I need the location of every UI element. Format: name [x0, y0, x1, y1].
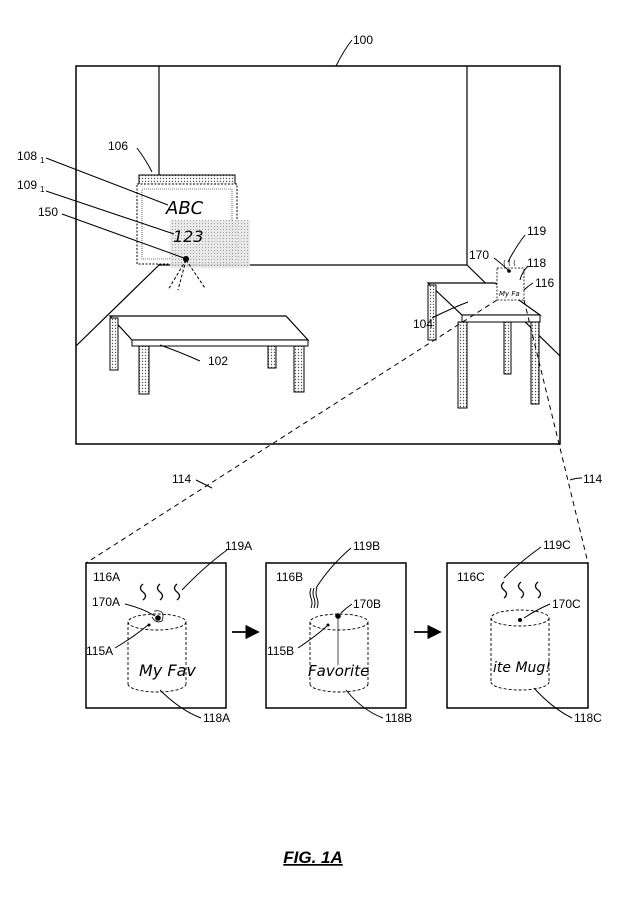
panel-b-point-label: 170B	[353, 597, 381, 611]
panel-b-mug: Favorite	[308, 613, 369, 693]
panel-b-subpoint-label: 115B	[267, 644, 294, 658]
table-left	[108, 315, 310, 395]
view-connector-lines: 114 114	[85, 299, 602, 564]
label-109-subscript: 1	[40, 185, 45, 194]
panel-c-mug: ite Mug!	[490, 609, 551, 691]
panel-a-mug-label: 118A	[203, 711, 230, 725]
label-106: 106	[108, 139, 128, 153]
label-109: 109	[17, 178, 37, 192]
label-108: 108	[17, 149, 37, 163]
panel-c-mug-label: 118C	[574, 711, 602, 725]
panel-a-subpoint-label: 115A	[86, 644, 113, 658]
panel-b-mug-label: 118B	[385, 711, 412, 725]
panel-a-mug-text: My Fav	[139, 661, 196, 680]
label-114-left: 114	[172, 472, 191, 486]
panel-a-point-label: 170A	[92, 595, 120, 609]
small-mug-text: My Fa	[499, 290, 520, 298]
label-114-right: 114	[583, 472, 602, 486]
panel-a-id: 116A	[93, 570, 120, 584]
label-150: 150	[38, 205, 58, 219]
label-108-subscript: 1	[40, 156, 45, 165]
figure-caption: FIG. 1A	[283, 848, 343, 867]
label-116: 116	[535, 276, 554, 290]
panel-b-steam-label: 119B	[353, 539, 380, 553]
label-104: 104	[413, 317, 433, 331]
panel-c-mug-text: ite Mug!	[493, 660, 551, 676]
panel-b-mug-text: Favorite	[308, 662, 369, 680]
panel-116c: 116C ite Mug! 170C 119C 118C	[446, 538, 602, 725]
label-119: 119	[527, 224, 546, 238]
panel-c-steam	[500, 581, 542, 599]
label-118: 118	[527, 256, 546, 270]
panel-a-mug: My Fav	[127, 610, 196, 693]
panel-c-steam-label: 119C	[543, 538, 571, 552]
panel-c-id: 116C	[457, 570, 485, 584]
label-170: 170	[469, 248, 489, 262]
panel-a-steam	[139, 583, 181, 601]
label-102: 102	[208, 354, 228, 368]
screen-text-abc: ABC	[165, 198, 204, 219]
panel-b-steam	[309, 587, 319, 609]
projection-screen: ABC 123	[136, 174, 250, 291]
room-labels: 100 106 108 1 109 1 150 102 104 119 170 …	[17, 33, 554, 368]
panel-a-steam-label: 119A	[225, 539, 252, 553]
label-100: 100	[353, 33, 373, 47]
panel-116b: 116B Favorite 170B 115B 119B 118B	[265, 539, 412, 725]
screen-text-123: 123	[173, 227, 204, 246]
panel-c-point-label: 170C	[552, 597, 581, 611]
panel-116a: 116A My Fav 170A 115A 119A 118A	[85, 539, 252, 725]
panel-b-id: 116B	[276, 570, 303, 584]
